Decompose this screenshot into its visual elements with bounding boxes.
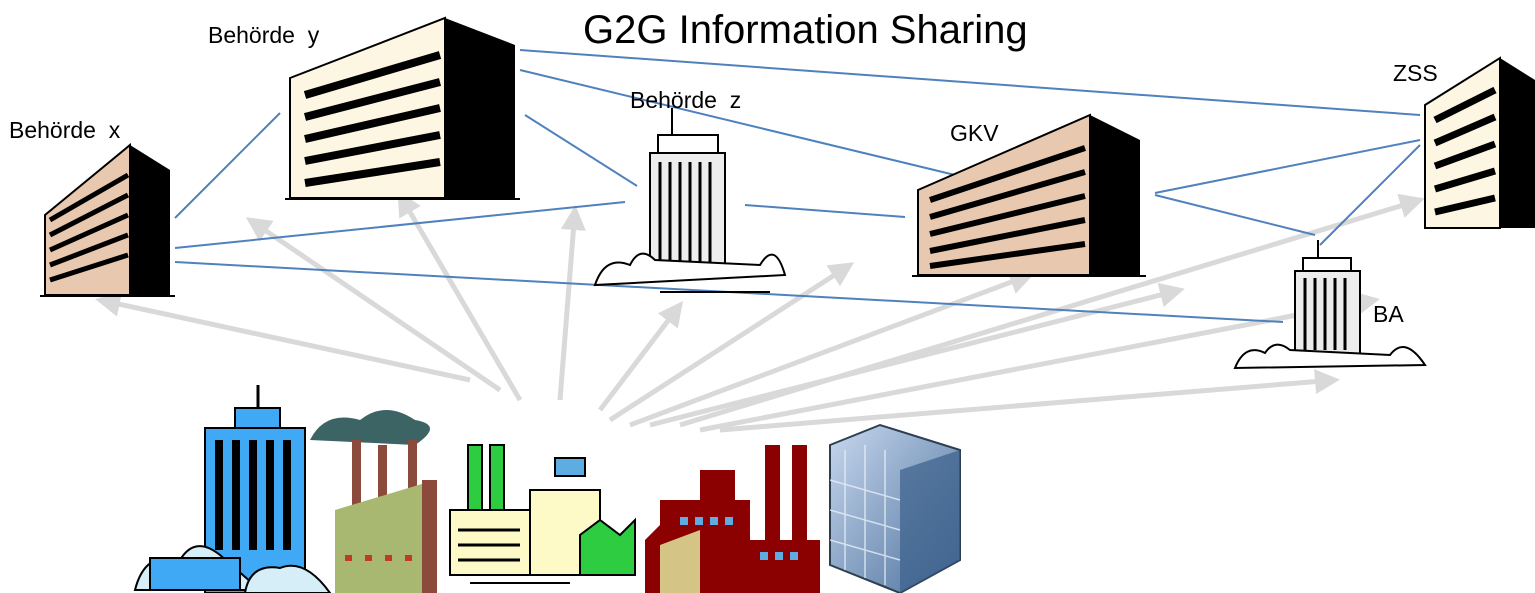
building-zss-icon — [1424, 56, 1535, 229]
brick-factory-icon — [310, 410, 437, 593]
building-gkv-icon — [912, 113, 1146, 277]
glass-office-icon — [829, 423, 961, 593]
label-behoerde-x: Behörde x — [9, 117, 121, 143]
label-gkv: GKV — [950, 120, 999, 146]
red-factory-icon — [645, 445, 820, 593]
arrows — [95, 190, 1425, 433]
page-title: G2G Information Sharing — [583, 8, 1028, 52]
building-behoerde-y-icon — [285, 16, 520, 200]
label-behoerde-y: Behörde y — [208, 22, 320, 48]
building-behoerde-z-icon — [593, 108, 787, 293]
label-behoerde-z: Behörde z — [630, 87, 742, 113]
green-factory-icon — [449, 444, 636, 584]
blue-tower-icon — [133, 385, 332, 593]
label-ba: BA — [1373, 301, 1404, 327]
building-ba-icon — [1233, 240, 1427, 370]
building-behoerde-x-icon — [40, 142, 175, 297]
label-zss: ZSS — [1393, 60, 1438, 86]
